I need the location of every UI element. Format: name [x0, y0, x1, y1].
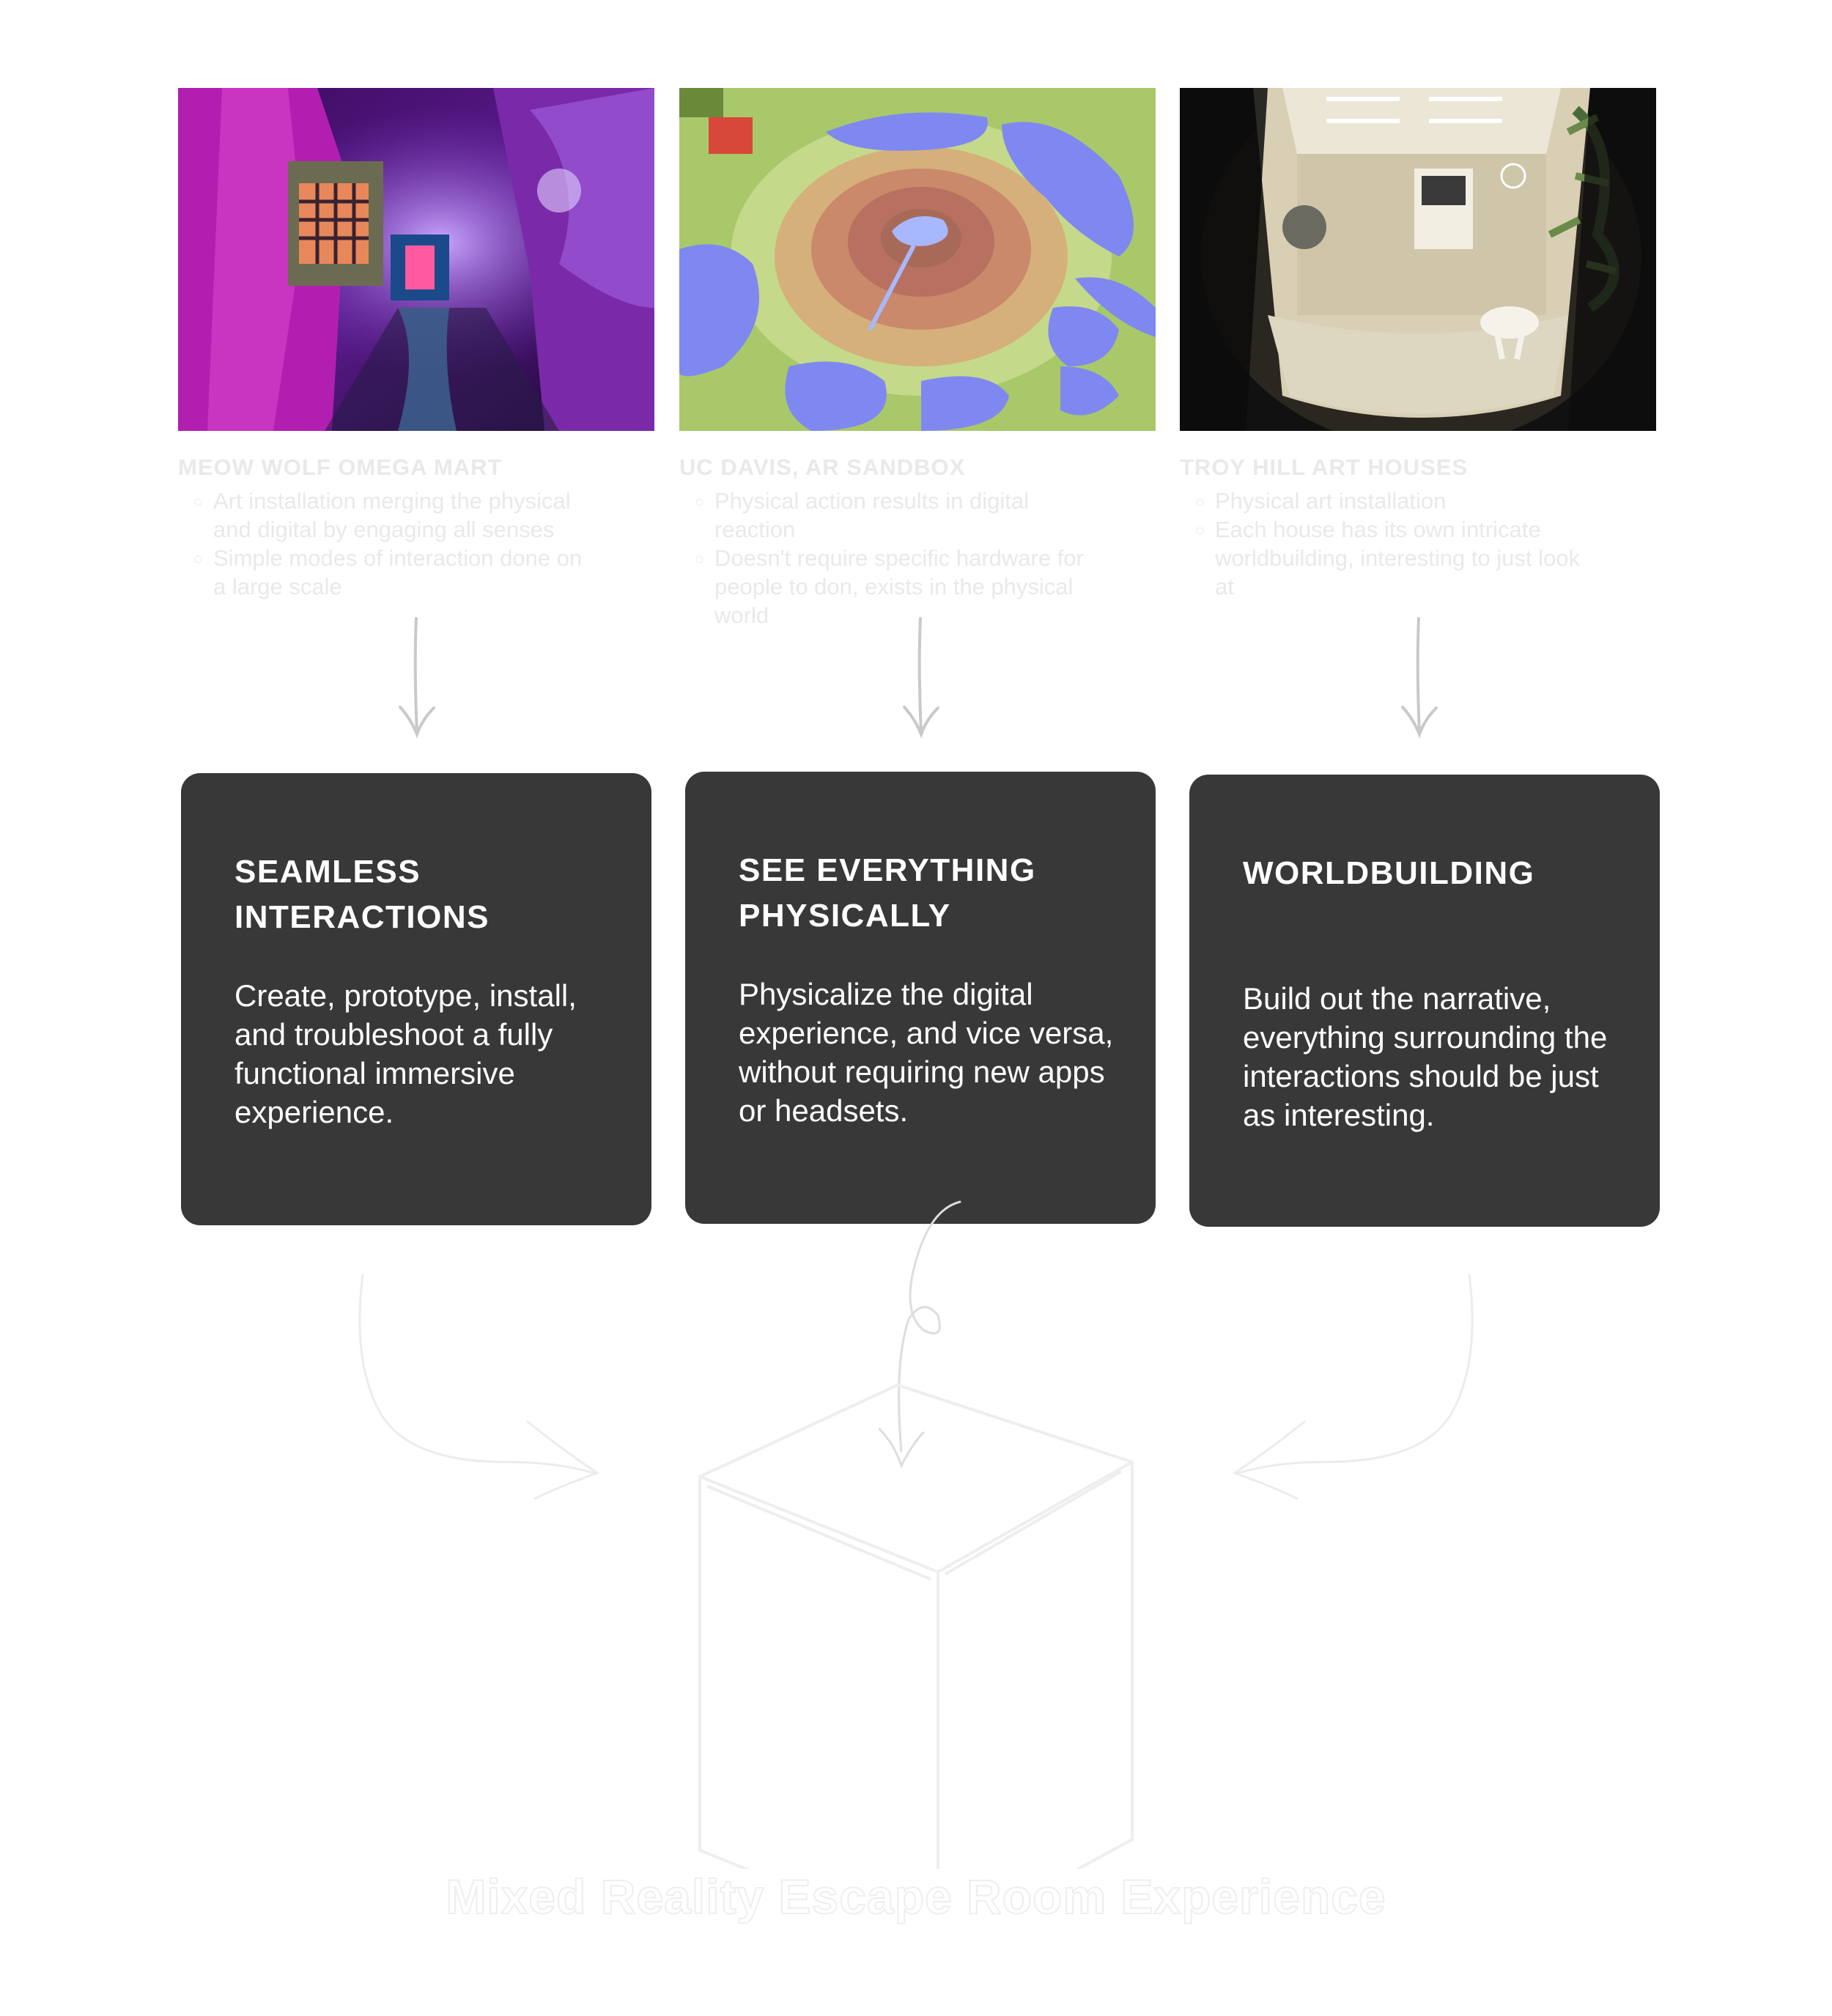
arrow-down-icon [399, 617, 435, 739]
reference-bullets: Physical action results in digital react… [679, 487, 1156, 629]
arrow-down-icon [903, 617, 939, 739]
reference-bullets: Art installation merging the physical an… [178, 487, 654, 601]
outcome-title: Mixed Reality Escape Room Experience [445, 1869, 1386, 1924]
goal-card-see-everything-physically: SEE EVERYTHING PHYSICALLY Physicalize th… [685, 772, 1156, 1224]
reference-bullets: Physical art installation Each house has… [1180, 487, 1656, 601]
arrow-down-icon [1401, 617, 1438, 739]
card-body: Build out the narrative, everything surr… [1243, 981, 1608, 1132]
reference-title: UC DAVIS, AR SANDBOX [679, 454, 966, 480]
reference-bullet: Physical art installation [1215, 487, 1596, 515]
card-title: SEE EVERYTHING PHYSICALLY [739, 852, 1036, 934]
reference-title: TROY HILL ART HOUSES [1180, 454, 1469, 480]
card-body: Physicalize the digital experience, and … [739, 977, 1114, 1128]
outcome-diagram [358, 1200, 1474, 1869]
curved-arrow-right-icon [1232, 1274, 1474, 1500]
cube-icon [698, 1384, 1134, 1869]
curved-arrow-center-icon [878, 1200, 961, 1469]
card-title: WORLDBUILDING [1243, 855, 1535, 891]
reference-caption-troy-hill: TROY HILL ART HOUSES Physical art instal… [1180, 454, 1656, 601]
reference-caption-meow-wolf: MEOW WOLF OMEGA MART Art installation me… [178, 454, 654, 601]
ar-sandbox-photo [679, 88, 1156, 431]
card-body: Create, prototype, install, and troubles… [234, 978, 577, 1129]
reference-bullet: Physical action results in digital react… [714, 487, 1096, 544]
reference-bullet: Each house has its own intricate worldbu… [1215, 515, 1596, 601]
troy-hill-photo [1180, 88, 1656, 431]
card-title: SEAMLESS INTERACTIONS [234, 854, 490, 935]
curved-arrow-left-icon [358, 1274, 600, 1500]
reference-bullet: Simple modes of interaction done on a la… [213, 544, 594, 601]
reference-bullet: Doesn't require specific hardware for pe… [714, 544, 1096, 629]
meow-wolf-photo [178, 88, 654, 431]
goal-card-worldbuilding: WORLDBUILDING Build out the narrative, e… [1189, 775, 1660, 1227]
reference-caption-ar-sandbox: UC DAVIS, AR SANDBOX Physical action res… [679, 454, 1156, 629]
reference-title: MEOW WOLF OMEGA MART [178, 454, 503, 480]
reference-bullet: Art installation merging the physical an… [213, 487, 594, 544]
goal-card-seamless-interactions: SEAMLESS INTERACTIONS Create, prototype,… [181, 773, 651, 1225]
